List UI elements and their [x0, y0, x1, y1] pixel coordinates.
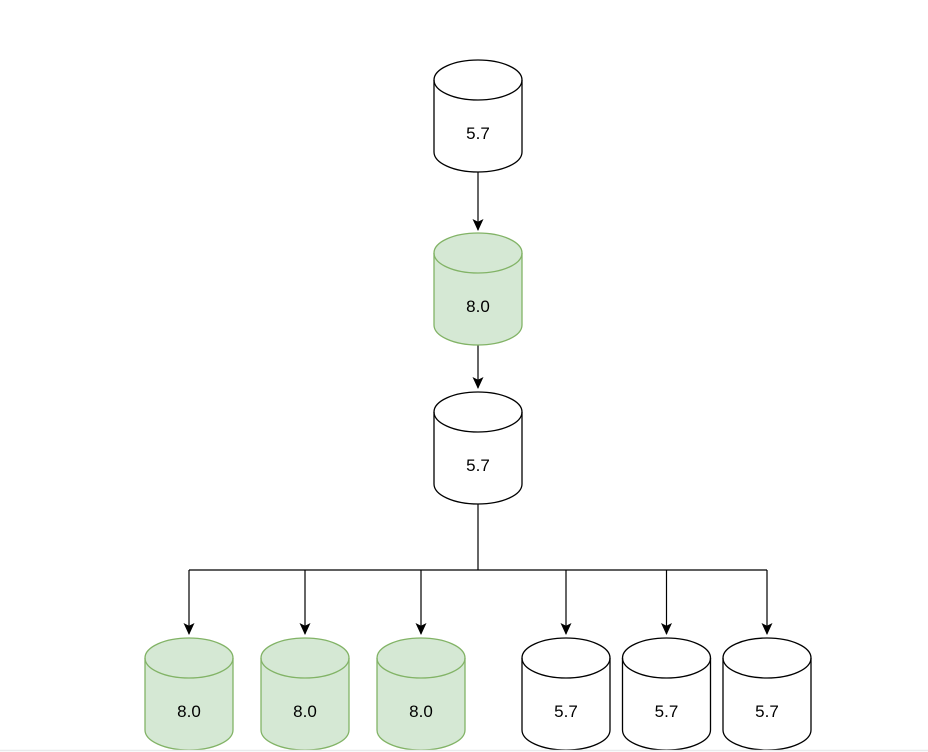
db-node-leaf-4: 5.7	[521, 637, 611, 751]
db-version-label: 5.7	[755, 702, 779, 721]
cylinder-rim	[433, 411, 523, 433]
cylinder-body	[260, 637, 350, 751]
cylinder-rim	[521, 657, 611, 679]
cylinder-body	[521, 637, 611, 751]
db-node-leaf-3: 8.0	[376, 637, 466, 751]
db-node-leaf-1: 8.0	[144, 637, 234, 751]
db-version-label: 5.7	[466, 124, 490, 143]
cylinder-body	[722, 637, 812, 751]
db-version-label: 8.0	[177, 702, 201, 721]
db-version-label: 8.0	[466, 297, 490, 316]
db-node-leaf-2: 8.0	[260, 637, 350, 751]
db-version-label: 8.0	[293, 702, 317, 721]
cylinder-rim	[376, 657, 466, 679]
db-version-label: 8.0	[409, 702, 433, 721]
db-version-label: 5.7	[655, 702, 679, 721]
db-version-label: 5.7	[554, 702, 578, 721]
cylinder-body	[144, 637, 234, 751]
db-node-leaf-5: 5.7	[621, 637, 712, 751]
cylinder-body	[433, 232, 523, 346]
cylinder-body	[376, 637, 466, 751]
cylinder-rim	[433, 79, 523, 101]
cylinder-body	[433, 391, 523, 505]
cylinder-rim	[621, 657, 712, 679]
db-version-label: 5.7	[466, 456, 490, 475]
db-node-branch: 5.7	[433, 391, 523, 505]
cylinder-rim	[722, 657, 812, 679]
cylinder-rim	[433, 252, 523, 274]
db-node-leaf-6: 5.7	[722, 637, 812, 751]
cylinder-rim	[144, 657, 234, 679]
cylinder-body	[621, 637, 712, 751]
db-node-root: 5.7	[433, 59, 523, 173]
cylinder-rim	[260, 657, 350, 679]
cylinder-body	[433, 59, 523, 173]
db-node-intermediate: 8.0	[433, 232, 523, 346]
